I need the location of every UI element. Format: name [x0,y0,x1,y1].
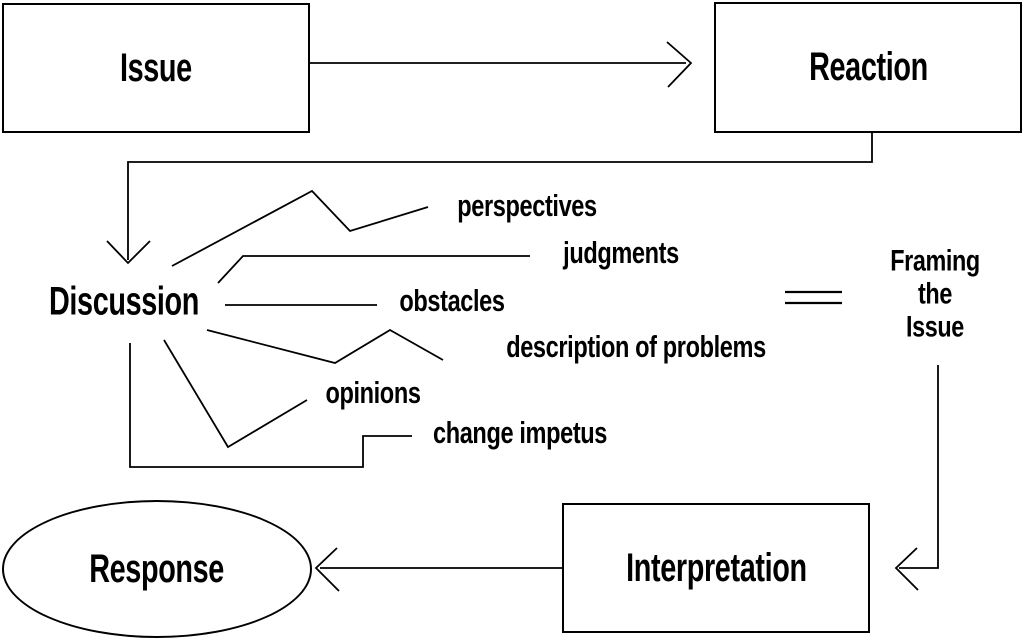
node-framing-the-issue: Framing the Issue [890,245,980,344]
arrowhead-left-response-icon [314,547,340,592]
framing-line-2: the [918,277,952,311]
node-reaction: Reaction [714,2,1022,133]
node-issue: Issue [2,3,310,133]
branch-line-opinions [163,339,308,449]
branch-label-judgments: judgments [563,235,679,270]
branch-label-obstacles: obstacles [399,283,505,318]
framing-line-3: Issue [906,310,964,344]
branch-label-opinions: opinions [325,375,421,410]
branch-line-perspectives [171,189,429,267]
branch-label-description-of-problems: description of problems [506,329,766,364]
connector-reaction-discussion [127,133,873,260]
arrowhead-left-framing-icon [894,547,919,591]
branch-label-perspectives: perspectives [457,188,597,223]
node-response-label: Response [89,546,225,591]
node-reaction-label: Reaction [808,45,928,89]
arrowhead-right-icon [666,41,693,88]
node-discussion-label: Discussion [48,279,200,324]
branch-label-change-impetus: change impetus [432,415,608,450]
connector-framing-interpretation [899,365,939,569]
branch-line-change-impetus [129,343,412,468]
branch-line-description-of-problems [206,328,444,364]
node-issue-label: Issue [120,45,192,90]
node-response: Response [2,500,312,638]
node-interpretation-label: Interpretation [625,545,807,590]
arrowhead-down-icon [106,240,151,265]
node-interpretation: Interpretation [562,503,870,633]
framing-line-1: Framing [890,244,980,278]
branch-line-judgments [217,255,530,284]
